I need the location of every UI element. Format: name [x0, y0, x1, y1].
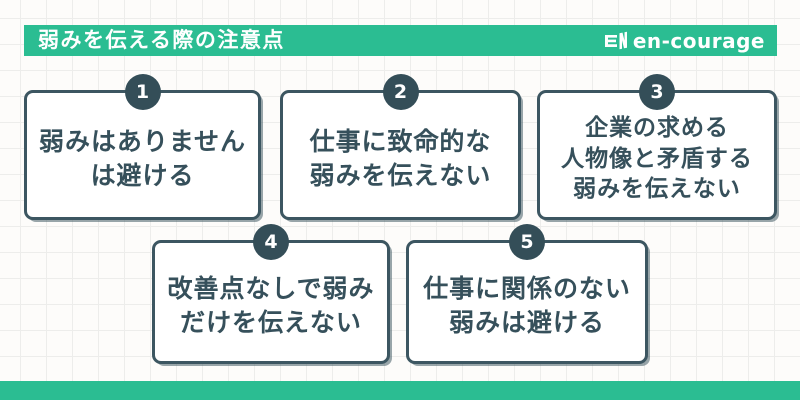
card-text-line: 仕事に致命的な — [309, 126, 492, 156]
number-badge-2: 2 — [382, 74, 419, 110]
number-badge-1: 1 — [124, 74, 161, 110]
card-2: 2 仕事に致命的な 弱みを伝えない — [280, 74, 521, 220]
card-text-line: だけを伝えない — [180, 308, 362, 337]
card-text-line: 人物像と矛盾する — [561, 145, 753, 172]
card-4-text: 改善点なしで弱み だけを伝えない — [168, 264, 375, 341]
en-courage-logo: en-courage — [603, 30, 765, 51]
card-1-text: 弱みはありません は避ける — [39, 117, 246, 194]
card-text-line: 弱みを伝えない — [573, 176, 741, 203]
card-text-line: 企業の求める — [585, 114, 729, 141]
card-5-text: 仕事に関係のない 弱みは避ける — [423, 264, 631, 341]
card-1: 1 弱みはありません は避ける — [24, 74, 261, 220]
card-2-text: 仕事に致命的な 弱みを伝えない — [310, 117, 492, 194]
card-text-line: 改善点なしで弱み — [167, 273, 375, 303]
card-text-line: 弱みは避ける — [449, 308, 605, 337]
card-3: 3 企業の求める 人物像と矛盾する 弱みを伝えない — [537, 74, 777, 220]
card-text-line: 仕事に関係のない — [423, 273, 631, 303]
brand-name: en-courage — [632, 28, 765, 53]
number-badge-3: 3 — [639, 74, 675, 110]
header-bar: 弱みを伝える際の注意点 en-courage — [24, 25, 777, 56]
card-3-text: 企業の求める 人物像と矛盾する 弱みを伝えない — [561, 105, 753, 205]
page-title: 弱みを伝える際の注意点 — [38, 28, 285, 52]
number-badge-5: 5 — [509, 224, 545, 260]
number-badge-4: 4 — [253, 224, 289, 260]
bottom-bar — [0, 381, 800, 400]
card-4: 4 改善点なしで弱み だけを伝えない — [152, 224, 390, 364]
card-text-line: 弱みはありません — [39, 126, 246, 156]
card-text-line: 弱みを伝えない — [309, 161, 492, 190]
card-5: 5 仕事に関係のない 弱みは避ける — [406, 224, 648, 364]
book-icon — [604, 31, 627, 50]
card-text-line: は避ける — [90, 161, 195, 190]
